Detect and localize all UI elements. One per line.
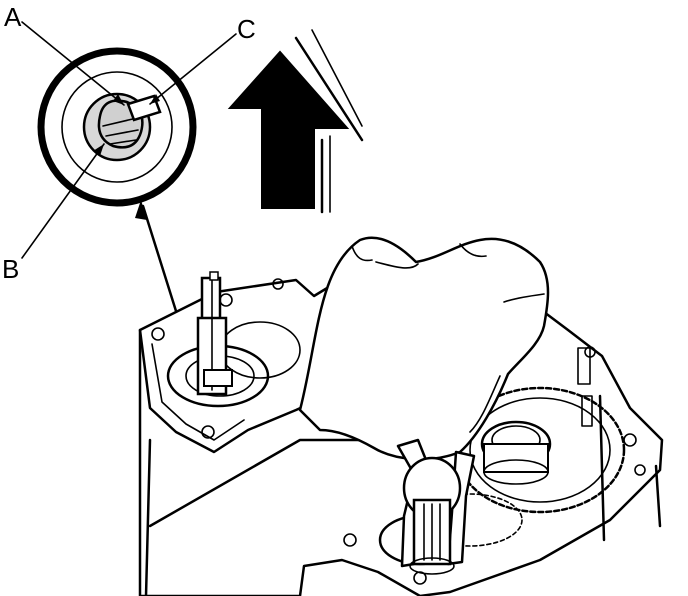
leader-line-a	[21, 21, 125, 106]
lift-direction-arrow	[227, 29, 364, 214]
callout-label-c: C	[237, 14, 256, 44]
leader-line-b	[21, 143, 105, 259]
callout-label-b: B	[2, 254, 19, 284]
puller-tool	[396, 438, 476, 575]
leader-line-c	[149, 33, 237, 105]
detail-inset	[37, 47, 197, 207]
shaft	[196, 271, 233, 396]
callout-label-a: A	[4, 2, 22, 32]
